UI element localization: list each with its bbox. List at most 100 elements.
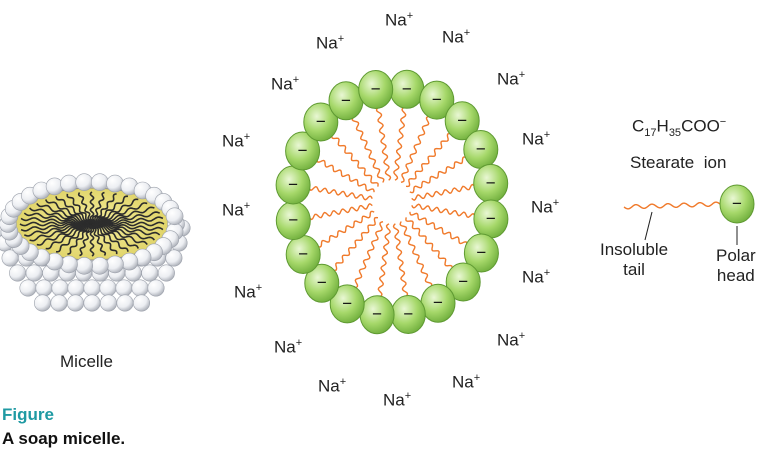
core-chain (45, 223, 93, 250)
core-chain (29, 222, 93, 242)
stearate-head-charge: − (732, 194, 742, 213)
core-chain (91, 223, 129, 252)
core-chain (91, 221, 165, 227)
head-charge: − (371, 80, 381, 99)
core-chain (67, 223, 93, 255)
sodium-ion: Na+ (442, 27, 471, 47)
head-charge: − (402, 79, 412, 98)
polar-head: − (285, 235, 321, 274)
core-chain (91, 223, 148, 246)
polar-head: − (275, 165, 311, 205)
polar-head: − (445, 262, 481, 302)
polar-head: − (419, 80, 455, 120)
polar-head-label: Polar head (716, 246, 756, 285)
core-chain (90, 223, 107, 256)
rim-bead (60, 174, 78, 193)
hydrocarbon-tail (308, 202, 373, 221)
core-chain (91, 202, 148, 226)
shell-bead (141, 264, 159, 282)
sodium-ion: Na+ (497, 69, 526, 89)
core-chain (55, 196, 93, 225)
core-chain (89, 223, 95, 257)
hydrocarbon-tail (308, 185, 373, 201)
stearate-tail (623, 201, 721, 210)
sodium-ion: Na+ (222, 131, 251, 151)
shell-bead (33, 294, 51, 312)
head-charge: − (432, 90, 442, 109)
shell-bead (157, 264, 175, 282)
head-charge: − (288, 211, 298, 230)
core-chain (89, 191, 95, 225)
sodium-ion: Na+ (316, 33, 345, 53)
head-charge: − (316, 112, 326, 131)
polar-head: − (473, 163, 509, 203)
hydrocarbon-tail (409, 211, 468, 246)
hydrocarbon-tail (405, 217, 453, 270)
polar-head: − (420, 283, 456, 323)
polar-head: − (304, 263, 340, 303)
stearate-ion-title: Stearate ion (630, 153, 727, 172)
tail-pointer (644, 211, 653, 241)
hydrocarbon-tail (392, 223, 409, 298)
core-chain (91, 193, 117, 225)
shell-bead (133, 294, 151, 312)
core-chain (91, 222, 164, 231)
core-chain (91, 195, 129, 225)
polar-head: − (359, 295, 395, 335)
head-charge: − (298, 245, 308, 264)
stearate-formula: C17H35COO− (632, 116, 727, 140)
head-charge: − (486, 173, 496, 192)
core-chain (24, 222, 93, 237)
hydrocarbon-tail (393, 106, 407, 181)
rim-bead (106, 255, 124, 274)
polar-head: − (473, 199, 509, 239)
polar-head: − (390, 295, 426, 334)
core-chain (79, 223, 93, 257)
core-chain (91, 198, 139, 225)
shell-bead (147, 279, 165, 297)
sodium-ion: Na+ (222, 200, 251, 220)
hydrocarbon-tail (354, 221, 384, 289)
micelle-label: Micelle (60, 352, 113, 371)
hydrocarbon-tail (351, 116, 385, 183)
shell-bead (9, 264, 27, 282)
core-chain (19, 221, 93, 227)
head-charge: − (403, 305, 413, 324)
hydrocarbon-tail (375, 106, 392, 181)
sodium-ion: Na+ (385, 10, 414, 30)
polar-head: − (389, 69, 425, 109)
stearate-ion-diagram: − (623, 184, 755, 245)
core-chain (20, 222, 93, 232)
hydrocarbon-tail (405, 132, 451, 188)
head-charge: − (457, 111, 467, 130)
core-chain (36, 202, 93, 225)
figure-label: Figure (2, 405, 54, 424)
polar-head: − (444, 101, 480, 141)
core-chain (66, 193, 93, 225)
head-charge: − (458, 272, 468, 291)
shell-bead (100, 294, 118, 312)
core-chain (91, 206, 155, 226)
shell-bead (19, 279, 37, 297)
sodium-ion: Na+ (522, 267, 551, 287)
rim-bead (60, 255, 78, 274)
polar-head: − (358, 70, 394, 109)
rim-bead (91, 173, 109, 191)
shell-bead (50, 294, 68, 312)
shell-bead (25, 264, 43, 282)
polar-head: − (463, 233, 499, 273)
rim-bead (75, 256, 93, 275)
head-charge: − (342, 294, 352, 313)
core-chain (91, 191, 105, 225)
hydrocarbon-tail (411, 203, 476, 219)
polar-head: − (303, 102, 339, 142)
micelle-3d-model (0, 173, 191, 312)
sodium-ion: Na+ (274, 337, 303, 357)
head-charge: − (486, 209, 496, 228)
micelle-heads: −−−−−−−−−−−−−−−−−−−− (275, 69, 509, 335)
head-charge: − (433, 293, 443, 312)
rim-bead (75, 173, 93, 191)
hydrocarbon-tail (411, 183, 476, 202)
